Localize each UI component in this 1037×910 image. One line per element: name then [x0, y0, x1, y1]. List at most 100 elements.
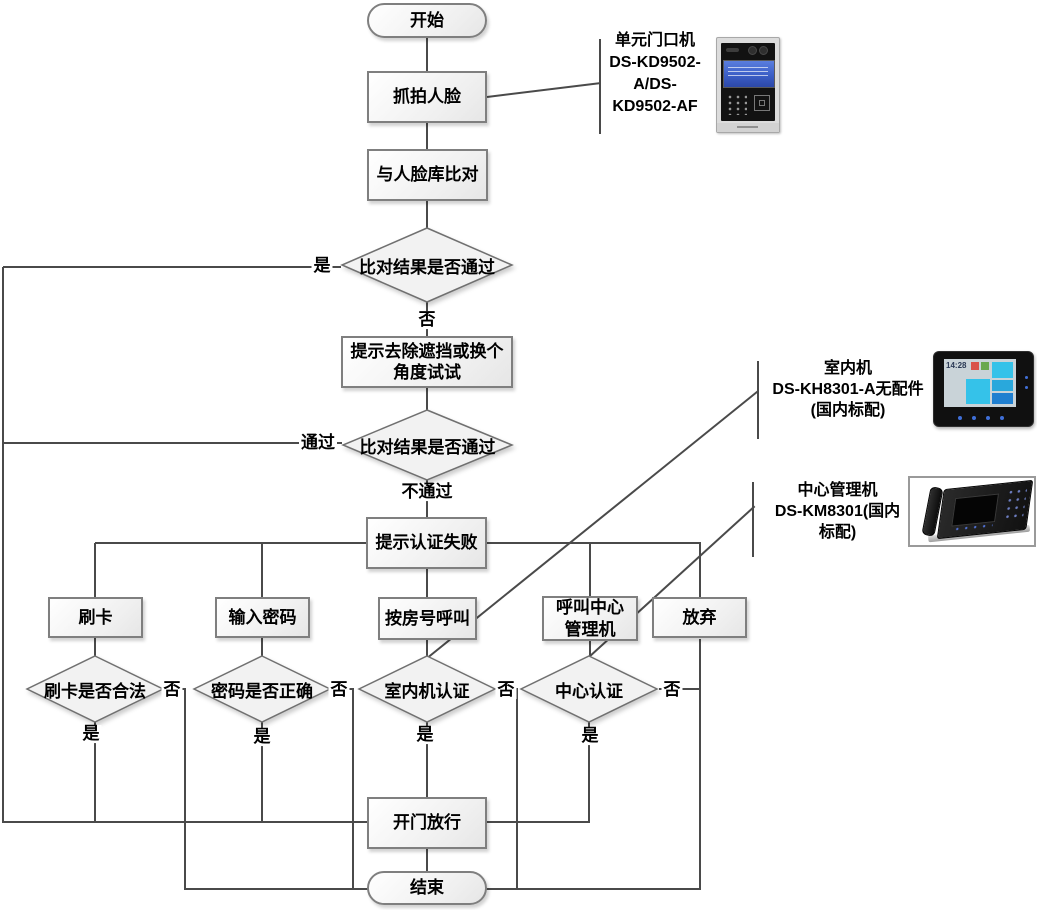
- node-decision-indoor-auth-label: 室内机认证: [384, 681, 470, 701]
- diamond-shape: [25, 655, 165, 723]
- touch-key-icon: [986, 416, 990, 420]
- annotation-indoor-station: 室内机 DS-KH8301-A无配件 (国内标配): [764, 358, 932, 421]
- node-open-door: 开门放行: [367, 797, 487, 849]
- connector-line: [426, 722, 428, 798]
- keypad-icon: [725, 93, 747, 115]
- diamond-shape: [519, 655, 659, 723]
- connector-line: [516, 689, 518, 890]
- screen-tile-green: [981, 362, 989, 370]
- node-enter-password-label: 输入密码: [228, 607, 297, 627]
- edge-label-pass-compare2: 通过: [299, 433, 337, 453]
- connector-line: [426, 200, 428, 228]
- connector-line: [261, 543, 263, 598]
- diamond-shape: [357, 655, 497, 723]
- node-decision-compare-2: 比对结果是否通过: [341, 409, 514, 481]
- diamond-shape: [340, 227, 514, 303]
- console-body: [936, 479, 1034, 540]
- node-decision-compare-1: 比对结果是否通过: [340, 227, 514, 303]
- connector-line: [588, 722, 590, 823]
- touch-key-icon: [1000, 416, 1004, 420]
- connector-line: [3, 442, 342, 444]
- node-prompt-auth-failed: 提示认证失败: [366, 517, 487, 569]
- connector-line: [261, 722, 263, 823]
- connector-line: [352, 689, 354, 890]
- node-prompt-remove-occlusion-label: 提示去除遮挡或换个角度试试: [350, 341, 504, 382]
- edge-label-yes-password: 是: [251, 727, 273, 747]
- node-give-up-label: 放弃: [682, 607, 717, 627]
- annotation-line: A/DS-: [633, 76, 677, 93]
- connector-line: [94, 722, 96, 823]
- screen-tile-cyan: [992, 362, 1013, 378]
- diamond-shape: [341, 409, 514, 481]
- node-decision-center-auth-label: 中心认证: [555, 681, 623, 701]
- node-call-center-station: 呼叫中心管理机: [542, 596, 638, 641]
- annotation-line: (国内标配): [810, 402, 886, 419]
- console-screen: [951, 493, 1000, 527]
- node-swipe-card: 刷卡: [48, 597, 143, 638]
- connector-line: [589, 543, 591, 597]
- connector-line: [426, 639, 428, 656]
- screen-tile-cyan: [966, 379, 990, 404]
- connector-line: [426, 387, 428, 410]
- door-station-bottom-strip: [717, 123, 779, 132]
- node-start: 开始: [367, 3, 487, 38]
- node-decision-password-correct: 密码是否正确: [192, 655, 332, 723]
- led-icon: [1025, 386, 1028, 389]
- center-station-image: [908, 476, 1036, 547]
- connector-line: [752, 482, 754, 557]
- node-decision-compare-1-label: 比对结果是否通过: [359, 257, 495, 277]
- indoor-station-image: 14:28: [933, 351, 1034, 427]
- edge-label-yes-center: 是: [579, 726, 601, 746]
- screen-time: 14:28: [946, 361, 967, 370]
- annotation-line: 标配): [818, 524, 857, 541]
- node-compare-face-db-label: 与人脸库比对: [376, 165, 479, 185]
- connector-line: [2, 267, 4, 823]
- callout-line-door-station: [486, 82, 601, 98]
- screen-tile-blue: [992, 393, 1013, 404]
- speaker-grille-icon: [726, 48, 739, 52]
- annotation-line: 室内机: [823, 360, 872, 377]
- connector-line: [599, 39, 601, 134]
- connector-line: [94, 637, 96, 656]
- annotation-line: DS-KD9502-: [609, 54, 701, 71]
- connector-line: [426, 568, 428, 598]
- annotation-line: KD9502-AF: [612, 98, 698, 115]
- annotation-line: 中心管理机: [797, 482, 878, 499]
- indoor-station-screen: 14:28: [944, 359, 1016, 407]
- node-prompt-auth-failed-label: 提示认证失败: [375, 533, 478, 553]
- camera-icon: [748, 46, 757, 55]
- node-end: 结束: [367, 871, 487, 905]
- connector-line: [3, 821, 368, 823]
- node-decision-card-valid-label: 刷卡是否合法: [44, 681, 146, 701]
- node-call-center-station-label: 呼叫中心管理机: [556, 598, 624, 639]
- connector-line: [3, 266, 341, 268]
- connector-line: [699, 639, 701, 890]
- node-decision-indoor-auth: 室内机认证: [357, 655, 497, 723]
- node-capture-face-label: 抓拍人脸: [393, 87, 461, 107]
- node-decision-center-auth: 中心认证: [519, 655, 659, 723]
- edge-label-yes-card: 是: [80, 724, 102, 744]
- node-open-door-label: 开门放行: [393, 813, 461, 833]
- node-call-room: 按房号呼叫: [378, 597, 477, 640]
- annotation-center-station: 中心管理机 DS-KM8301(国内 标配): [760, 480, 915, 543]
- connector-line: [589, 640, 591, 656]
- connector-line: [426, 122, 428, 150]
- edge-label-no-password: 否: [328, 680, 350, 700]
- edge-label-nopass-compare2: 不通过: [399, 482, 455, 502]
- connector-line: [757, 361, 759, 439]
- connector-line: [486, 821, 590, 823]
- edge-label-yes-indoor: 是: [414, 725, 436, 745]
- edge-label-yes-compare1: 是: [311, 256, 333, 276]
- card-reader-icon: [754, 95, 770, 111]
- node-capture-face: 抓拍人脸: [367, 71, 487, 123]
- node-give-up: 放弃: [652, 597, 747, 638]
- annotation-line: DS-KH8301-A无配件: [772, 381, 924, 398]
- annotation-line: DS-KM8301(国内: [774, 503, 901, 520]
- door-station-screen: [723, 60, 775, 88]
- edge-label-no-compare1: 否: [416, 310, 438, 330]
- connector-line: [184, 689, 186, 890]
- console-keypad-icon: [1001, 484, 1028, 520]
- edge-label-no-indoor: 否: [495, 680, 517, 700]
- connector-line: [699, 543, 701, 598]
